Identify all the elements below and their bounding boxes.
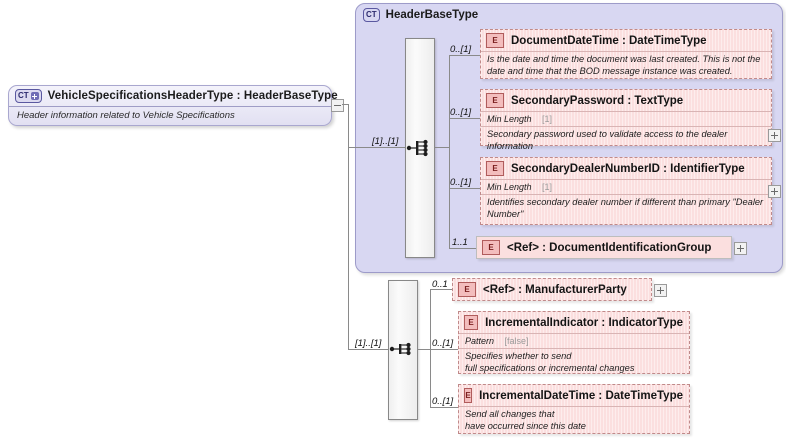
element-label: SecondaryDealerNumberID : IdentifierType	[511, 162, 745, 175]
connector-seq1-b1	[449, 55, 480, 56]
cardinality-sequence-2: [1]..[1]	[355, 338, 382, 349]
element-box-ref-document-identification-group[interactable]: E <Ref> : DocumentIdentificationGroup	[476, 236, 732, 259]
sequence-icon-2	[389, 342, 411, 356]
element-label: <Ref> : DocumentIdentificationGroup	[507, 241, 712, 254]
complextype-icon: CT	[363, 8, 380, 22]
connector-root-vertical	[348, 104, 349, 349]
element-name-row: E SecondaryPassword : TextType	[481, 90, 771, 111]
connector-seq2-in	[418, 349, 431, 350]
expand-button-secondary-dealer-number-id[interactable]	[768, 185, 781, 198]
root-node-annotation: Header information related to Vehicle Sp…	[17, 110, 235, 121]
cardinality-element-6: 0..[1]	[432, 396, 454, 407]
element-icon: E	[482, 240, 500, 255]
cardinality-element-3: 1..1	[452, 237, 468, 248]
element-annotation: Send all changes that have occurred sinc…	[459, 406, 689, 435]
element-box-incremental-date-time[interactable]: E IncrementalDateTime : DateTimeType Sen…	[458, 384, 690, 434]
element-icon: E	[464, 315, 479, 330]
element-box-incremental-indicator[interactable]: E IncrementalIndicator : IndicatorType P…	[458, 311, 690, 374]
element-box-secondary-dealer-number-id[interactable]: E SecondaryDealerNumberID : IdentifierTy…	[480, 157, 772, 225]
element-name-row: E <Ref> : ManufacturerParty	[453, 279, 651, 300]
connector-seq1-b4	[449, 248, 476, 249]
element-box-secondary-password[interactable]: E SecondaryPassword : TextType Min Lengt…	[480, 89, 772, 151]
sequence-icon-1	[406, 139, 428, 157]
element-annotation: Specifies whether to send full specifica…	[459, 348, 689, 377]
element-icon: E	[464, 388, 473, 403]
connector-to-sequence-1	[348, 147, 405, 148]
facet-label: Pattern	[465, 336, 495, 346]
connector-seq2-b2	[430, 349, 458, 350]
complextype-expand-icon[interactable]: CT	[15, 89, 42, 103]
element-name-row: E <Ref> : DocumentIdentificationGroup	[477, 237, 731, 258]
element-facet: Pattern [false]	[459, 333, 689, 348]
group-header: CT HeaderBaseType	[363, 8, 478, 22]
element-annotation: Identifies secondary dealer number if di…	[481, 194, 771, 223]
expand-button-ref-manufacturer-party[interactable]	[654, 284, 667, 297]
root-node-header: CT VehicleSpecificationsHeaderType : Hea…	[9, 86, 338, 107]
element-label: DocumentDateTime : DateTimeType	[511, 34, 707, 47]
expand-button-ref-document-identification-group[interactable]	[734, 242, 747, 255]
cardinality-element-4: 0..1	[432, 279, 448, 290]
element-icon: E	[486, 161, 504, 176]
group-title: HeaderBaseType	[385, 9, 479, 21]
connector-seq2-b1	[430, 289, 452, 290]
expand-button-secondary-password[interactable]	[768, 129, 781, 142]
element-label: IncrementalDateTime : DateTimeType	[479, 389, 683, 402]
connector-root-trunk	[342, 104, 349, 105]
connector-seq2-spine	[430, 289, 431, 407]
facet-value: [1]	[542, 114, 553, 124]
element-label: SecondaryPassword : TextType	[511, 94, 684, 107]
element-facet: Min Length [1]	[481, 179, 771, 194]
root-collapse-button[interactable]	[331, 99, 344, 112]
facet-label: Min Length	[487, 182, 532, 192]
element-name-row: E IncrementalIndicator : IndicatorType	[459, 312, 689, 333]
element-box-document-date-time[interactable]: E DocumentDateTime : DateTimeType Is the…	[480, 29, 772, 79]
cardinality-sequence-1: [1]..[1]	[372, 136, 399, 147]
connector-seq2-b3	[430, 407, 458, 408]
facet-label: Min Length	[487, 114, 532, 124]
connector-seq1-in	[435, 147, 450, 148]
element-name-row: E DocumentDateTime : DateTimeType	[481, 30, 771, 51]
element-icon: E	[458, 282, 476, 297]
cardinality-element-2: 0..[1]	[450, 177, 472, 188]
element-facet: Min Length [1]	[481, 111, 771, 126]
cardinality-element-0: 0..[1]	[450, 44, 472, 55]
element-box-ref-manufacturer-party[interactable]: E <Ref> : ManufacturerParty	[452, 278, 652, 301]
connector-seq1-b2	[449, 118, 480, 119]
element-name-row: E SecondaryDealerNumberID : IdentifierTy…	[481, 158, 771, 179]
root-node-title: VehicleSpecificationsHeaderType : Header…	[47, 90, 338, 102]
element-annotation: Is the date and time the document was la…	[481, 51, 771, 80]
facet-value: [false]	[504, 336, 529, 346]
element-annotation: Secondary password used to validate acce…	[481, 126, 771, 155]
facet-value: [1]	[542, 182, 553, 192]
element-label: IncrementalIndicator : IndicatorType	[485, 316, 683, 329]
connector-seq1-spine	[449, 55, 450, 248]
root-complextype-node[interactable]: CT VehicleSpecificationsHeaderType : Hea…	[8, 85, 338, 126]
plus-icon[interactable]	[30, 92, 39, 100]
cardinality-element-1: 0..[1]	[450, 107, 472, 118]
cardinality-element-5: 0..[1]	[432, 338, 454, 349]
connector-seq1-b3	[449, 188, 480, 189]
connector-to-sequence-2	[348, 349, 388, 350]
element-icon: E	[486, 93, 504, 108]
element-icon: E	[486, 33, 504, 48]
element-label: <Ref> : ManufacturerParty	[483, 283, 627, 296]
element-name-row: E IncrementalDateTime : DateTimeType	[459, 385, 689, 406]
